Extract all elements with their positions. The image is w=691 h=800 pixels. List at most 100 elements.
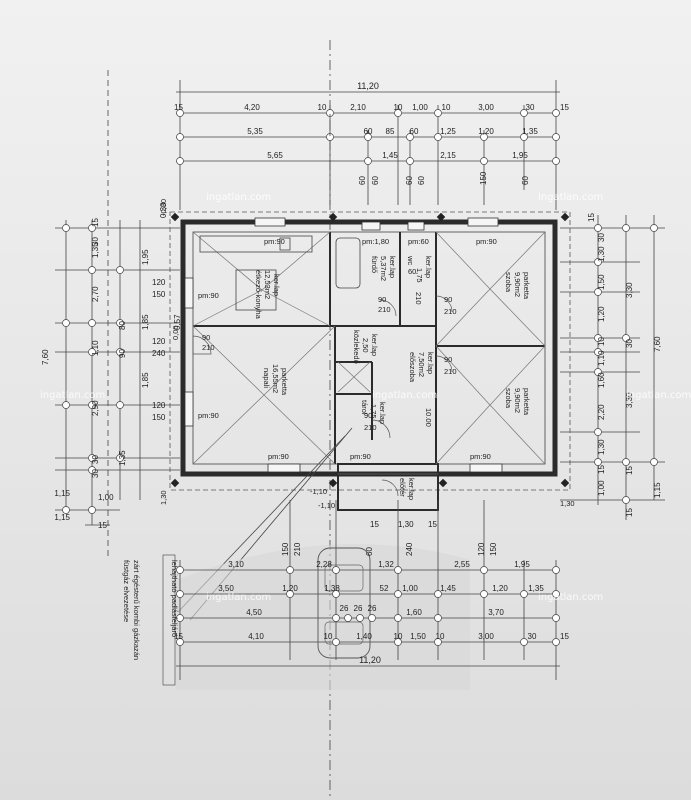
watermark-text: ingatlan.com [206, 592, 271, 603]
door-size: 210 [444, 307, 457, 316]
bottom-dim: 26 [368, 604, 377, 613]
door-size: 90 [378, 295, 386, 304]
left-dim: 120 [152, 278, 166, 287]
room-name: előszoba [408, 352, 417, 383]
bottom-vertical-dim: 150 [281, 542, 290, 556]
left-dimension-chains: 1,95 1,85 1,85 7,60 1,15 1,35 2,70 1,10 … [41, 202, 182, 530]
window-label: pm:60 [408, 237, 429, 246]
top-dim: 1,00 [412, 103, 428, 112]
right-dim: 1,00 [597, 480, 606, 496]
entry-dim: 1,30 [398, 520, 414, 529]
room-name: fürdő [370, 256, 379, 273]
bottom-dim: 1,45 [440, 584, 456, 593]
room-floor: parketta [522, 388, 531, 416]
left-dim: 1,35 [91, 242, 100, 258]
watermark-text: ingatlan.com [626, 390, 691, 401]
left-dim: 120 [152, 337, 166, 346]
bottom-dim: 10 [436, 632, 445, 641]
level-label: 1,30 [159, 490, 168, 505]
watermark-text: ingatlan.com [538, 192, 603, 203]
door-size: 90 [202, 333, 210, 342]
window-label: pm:90 [268, 452, 289, 461]
right-dimension-chains: 15 30 1,30 1,50 1,20 10 1,10 1,60 2,20 1… [560, 213, 665, 520]
bottom-dimension-chains: 150 210 60 240 120 150 3,10 2,28 1,32 2,… [174, 500, 569, 690]
watermark-text: ingatlan.com [40, 390, 105, 401]
right-dim: 3,30 [625, 392, 634, 408]
right-dim: 30 [597, 233, 606, 242]
bottom-dim: 1,40 [356, 632, 372, 641]
top-dim: 1,20 [478, 127, 494, 136]
window-label: pm:90 [470, 452, 491, 461]
left-dim: 15 [91, 218, 100, 227]
room-area: 7,50m2 [417, 352, 426, 377]
top-vertical-dim: 60 [405, 176, 414, 185]
top-vertical-dim: 60 [371, 176, 380, 185]
top-dim: 10 [442, 103, 451, 112]
left-dim: 30 [91, 469, 100, 478]
window-label: pm:90 [476, 237, 497, 246]
bottom-dim: 2,28 [316, 560, 332, 569]
room-floor: ker.lap [426, 352, 435, 374]
top-dim: 2,10 [350, 103, 366, 112]
room-area: 2,50 [361, 338, 370, 353]
left-dim: 0,30 [159, 202, 168, 218]
right-dim: 15 [625, 466, 634, 475]
room-name: előtér [398, 478, 407, 497]
watermark-text: ingatlan.com [538, 592, 603, 603]
room-floor: parketta [280, 368, 289, 396]
top-dim: 3,00 [478, 103, 494, 112]
right-dim: 30 [625, 339, 634, 348]
bottom-dim: 3,70 [488, 608, 504, 617]
window-label: pm:90 [198, 411, 219, 420]
bottom-vertical-dim: 240 [405, 542, 414, 556]
right-dim: 1,15 [653, 482, 662, 498]
right-dim: 1,30 [597, 246, 606, 262]
entry-dim: 15 [370, 520, 379, 529]
room-name: közlekedő [352, 330, 361, 364]
top-dim: 1,45 [382, 151, 398, 160]
bottom-total-dim: 11,20 [359, 655, 381, 665]
bottom-dim: 2,55 [454, 560, 470, 569]
right-dim: 15 [587, 213, 596, 222]
left-dim: 240 [152, 349, 166, 358]
bottom-dim: 1,32 [378, 560, 394, 569]
left-dim: 80 [118, 321, 127, 330]
door-size: 210 [414, 292, 423, 305]
top-dim: 1,95 [512, 151, 528, 160]
watermarks: ingatlan.com ingatlan.com ingatlan.com i… [40, 192, 691, 603]
right-dim: 1,30 [597, 439, 606, 455]
top-dim: 15 [174, 103, 183, 112]
room-floor: ker.lap [424, 256, 433, 278]
bottom-vertical-dim: 210 [293, 542, 302, 556]
level-label: -0,30 [159, 199, 168, 216]
left-dim: 30 [91, 237, 100, 246]
left-dim: 1,85 [141, 314, 150, 330]
left-dim: 0,57 [173, 314, 182, 330]
top-vertical-dim: 150 [479, 171, 488, 185]
room-name: tárol [360, 400, 369, 415]
left-dim: 2,90 [91, 400, 100, 416]
window-label: pm:90 [264, 237, 285, 246]
level-label: -1,10 [318, 501, 335, 510]
top-dimension-chains: 11,20 15 4,20 10 2,10 10 1,00 10 3,00 30… [174, 80, 569, 210]
door-size: 90 [364, 411, 372, 420]
bottom-dim: 1,38 [324, 584, 340, 593]
top-dim: 5,35 [247, 127, 263, 136]
room-name: szoba [504, 272, 513, 293]
top-dim: 85 [386, 127, 395, 136]
left-dim: 1,35 [118, 450, 127, 466]
bottom-dim: 1,95 [514, 560, 530, 569]
top-vertical-dim: 60 [417, 176, 426, 185]
note-boiler: zárt égésterű kombi gázkazán [132, 560, 141, 660]
bottom-dim: 3,50 [218, 584, 234, 593]
room-floor: ker.lap [272, 274, 281, 296]
top-dim: 5,65 [267, 151, 283, 160]
room-name: wc [406, 255, 415, 265]
left-dim: 30 [91, 455, 100, 464]
top-dim: 10 [394, 103, 403, 112]
left-dim: 150 [152, 290, 166, 299]
bottom-dim: 1,00 [402, 584, 418, 593]
door-size: 210 [444, 367, 457, 376]
top-dim: 60 [410, 127, 419, 136]
